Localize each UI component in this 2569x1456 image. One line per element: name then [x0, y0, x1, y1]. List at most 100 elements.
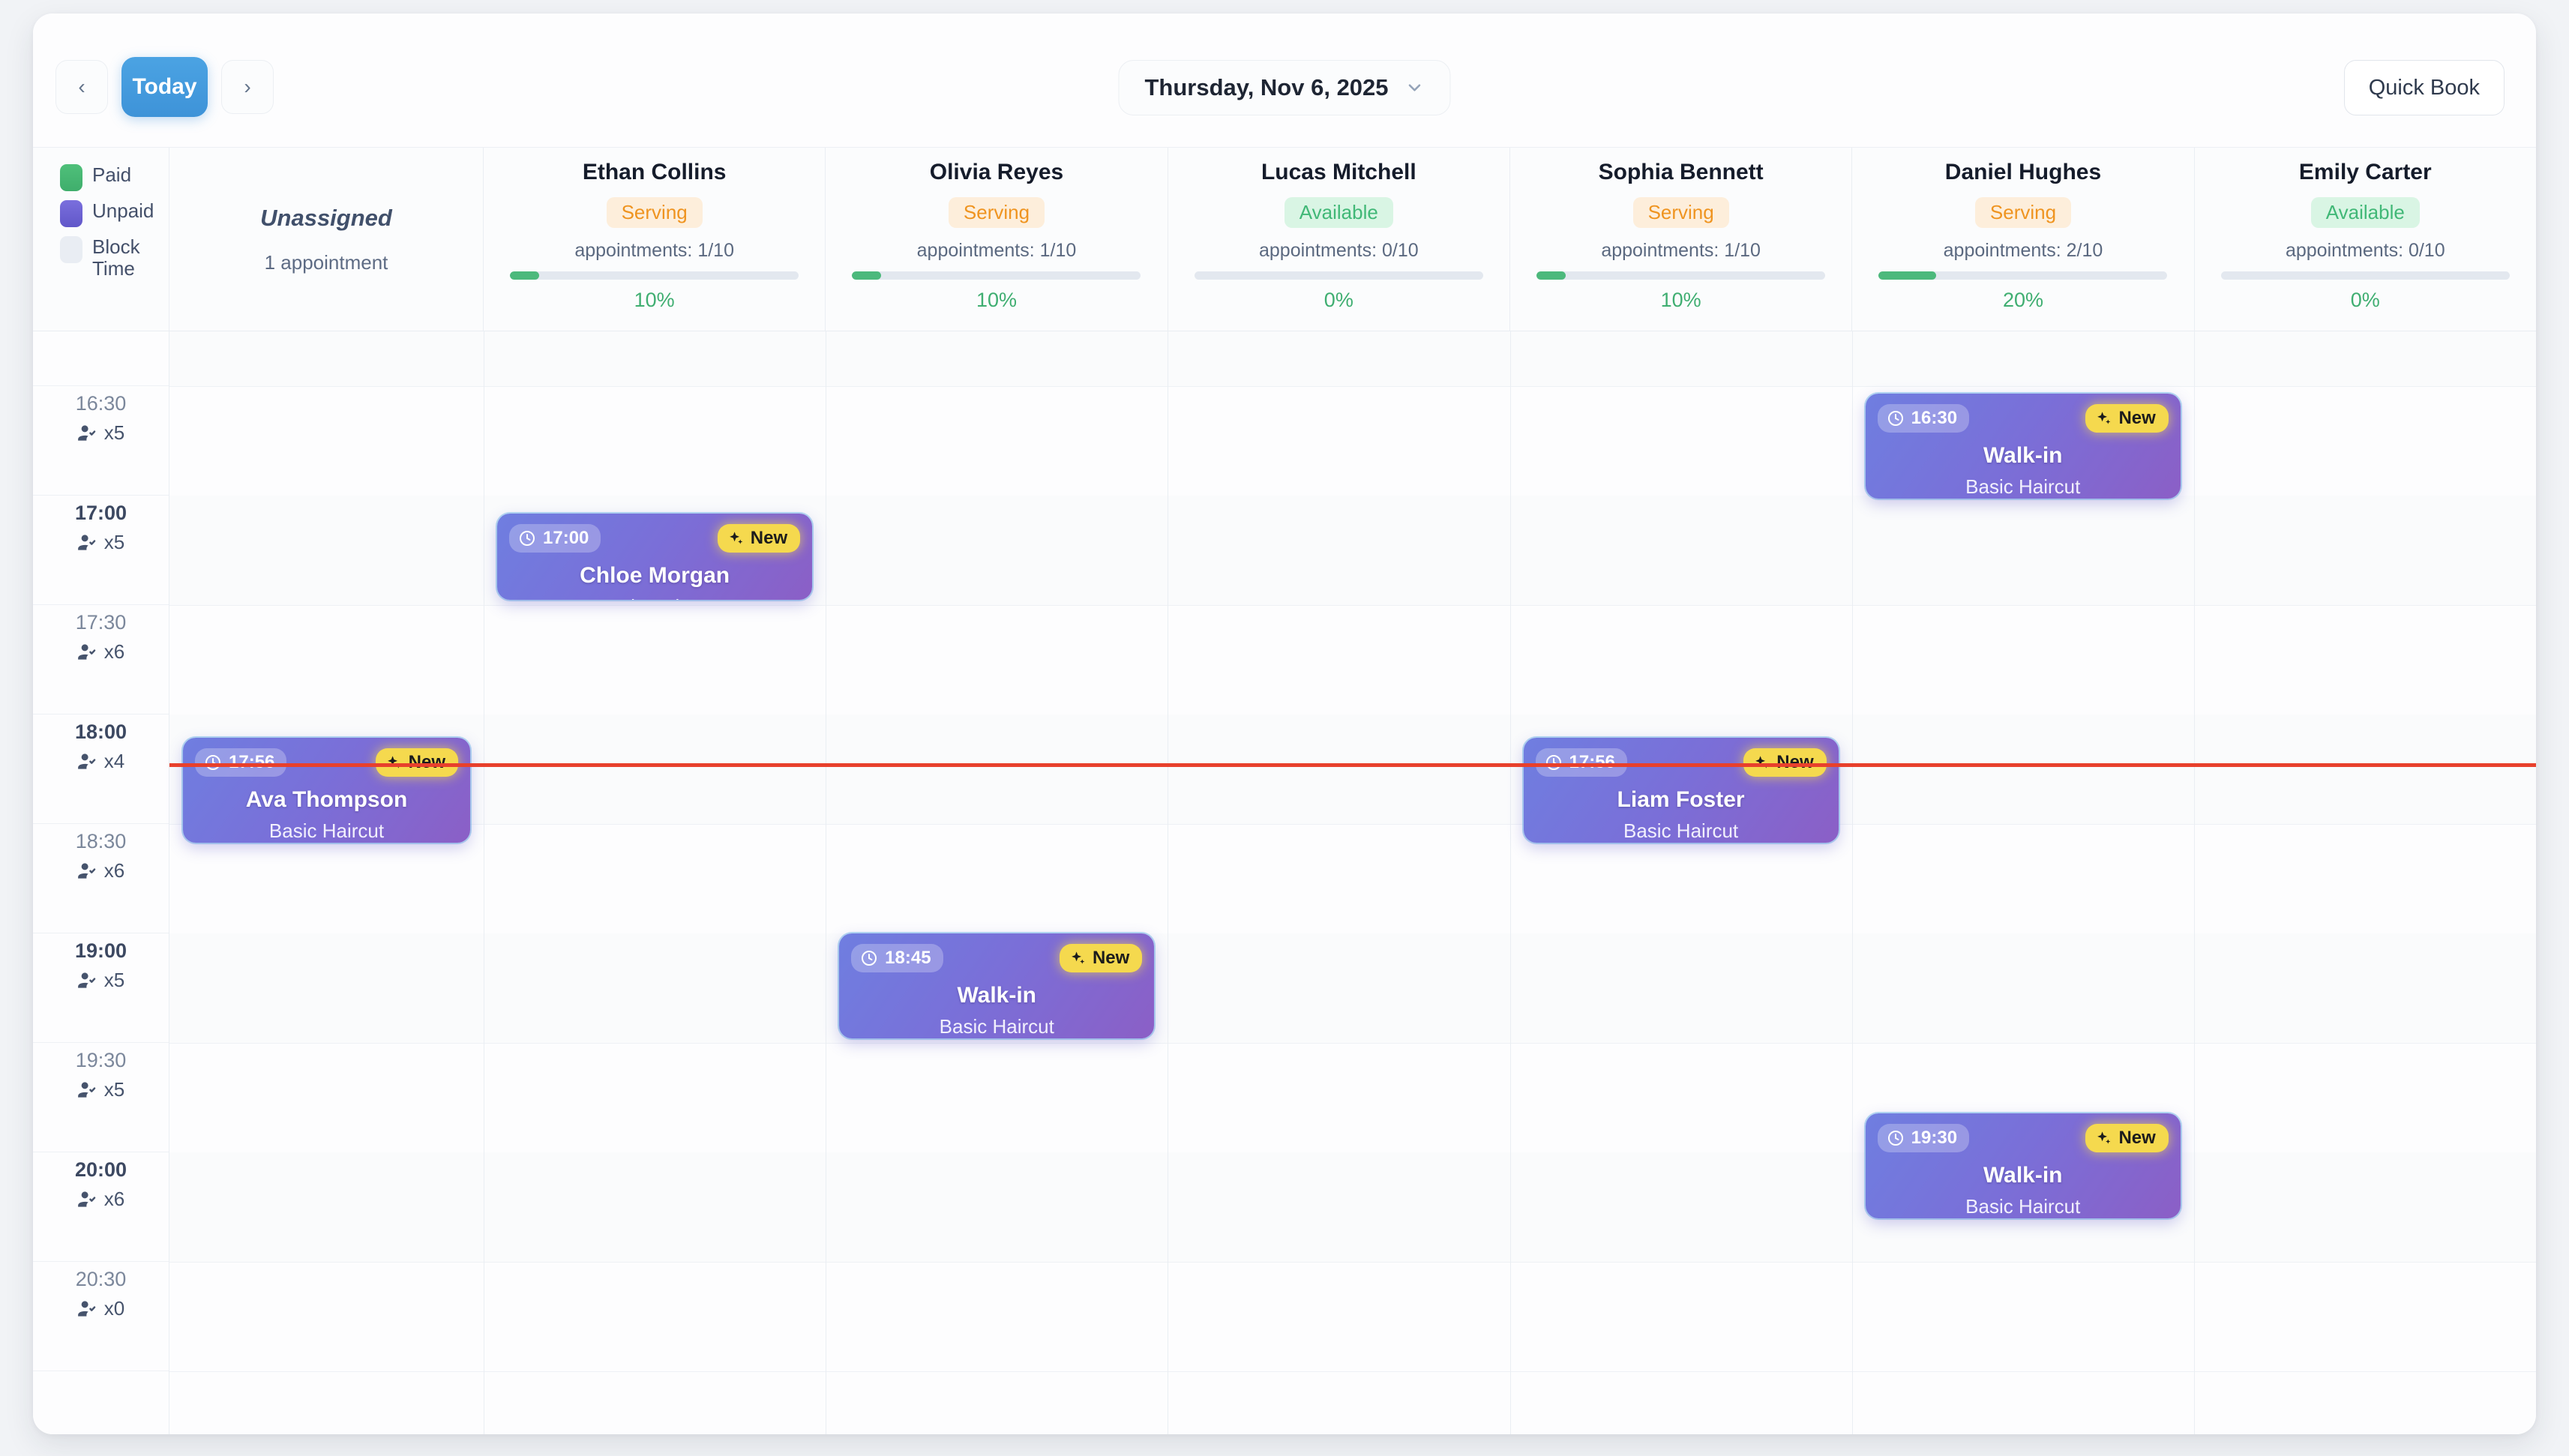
appointment-time: 17:56	[1569, 752, 1615, 772]
appointment-service: Basic Haircut	[268, 819, 385, 842]
staff-name: Emily Carter	[2298, 160, 2432, 184]
slot-time-label: 18:30	[75, 830, 127, 852]
person-check-icon	[77, 642, 97, 662]
column-header-olivia-reyes[interactable]: Olivia Reyes Serving appointments: 1/10 …	[826, 148, 1168, 331]
slot-time-label: 19:00	[74, 939, 127, 962]
clock-icon	[1887, 1129, 1905, 1147]
legend-item-block-time: Block Time	[60, 235, 146, 280]
column-header-unassigned[interactable]: Unassigned 1 appointment	[169, 148, 484, 331]
appointment-time-pill: 19:30	[1877, 1124, 1970, 1152]
calendar-body[interactable]: x616:30x517:00x517:30x618:00x418:30x619:…	[33, 331, 2536, 1434]
clock-icon	[518, 529, 536, 547]
capacity-progress-bar	[852, 271, 1141, 280]
column-header-daniel-hughes[interactable]: Daniel Hughes Serving appointments: 2/10…	[1852, 148, 2195, 331]
quick-book-label: Quick Book	[2368, 75, 2480, 100]
appointment-time: 17:00	[543, 528, 589, 548]
capacity-percent: 20%	[2002, 289, 2043, 311]
column-header-lucas-mitchell[interactable]: Lucas Mitchell Available appointments: 0…	[1168, 148, 1510, 331]
column-divider	[1851, 331, 1853, 1434]
column-header-ethan-collins[interactable]: Ethan Collins Serving appointments: 1/10…	[484, 148, 826, 331]
current-date-label: Thursday, Nov 6, 2025	[1144, 74, 1389, 100]
appointment-service: Basic Haircut	[1965, 1195, 2081, 1218]
slot-capacity-count: x6	[103, 859, 125, 882]
new-badge-label: New	[408, 752, 445, 772]
next-day-label: ›	[244, 75, 251, 98]
sparkle-icon	[385, 754, 403, 771]
next-day-button[interactable]: ›	[221, 60, 274, 114]
time-row-divider	[169, 1043, 2536, 1044]
staff-appointments-count: appointments: 2/10	[1943, 240, 2103, 261]
appointment-card-header: 18:45 New	[851, 944, 1143, 972]
today-label: Today	[132, 74, 197, 99]
person-check-icon	[77, 532, 97, 553]
appointment-customer-name: Ava Thompson	[245, 787, 408, 812]
new-badge: New	[375, 748, 458, 777]
staff-appointments-count: appointments: 1/10	[574, 240, 734, 261]
slot-capacity-count: x0	[103, 1297, 125, 1320]
slot-capacity-count: x6	[103, 1188, 125, 1210]
quick-book-button[interactable]: Quick Book	[2343, 60, 2505, 115]
status-badge: Available	[1284, 197, 1393, 228]
time-slot-label: 18:30 x6	[33, 824, 169, 933]
slot-capacity: x5	[77, 969, 124, 992]
time-row-divider	[169, 386, 2536, 387]
slot-capacity: x6	[77, 1188, 124, 1211]
new-badge: New	[2085, 404, 2169, 433]
person-check-icon	[77, 1299, 97, 1319]
time-slot-label: 19:30 x5	[33, 1043, 169, 1152]
capacity-progress-bar	[1878, 271, 2168, 280]
appointment-time: 16:30	[1911, 408, 1958, 428]
slot-time-label: 18:00	[74, 721, 127, 743]
appointment-time: 19:30	[1911, 1128, 1958, 1148]
time-gutter: x616:30x517:00x517:30x618:00x418:30x619:…	[33, 331, 169, 1434]
slot-capacity: x6	[77, 640, 124, 664]
new-badge-label: New	[750, 528, 788, 548]
appointment-time: 17:56	[229, 752, 275, 772]
appointment-time-pill: 17:56	[195, 748, 287, 777]
status-badge: Serving	[606, 197, 703, 228]
capacity-progress-bar	[2220, 271, 2510, 280]
chevron-down-icon	[1405, 78, 1425, 97]
staff-name: Sophia Bennett	[1598, 160, 1764, 184]
slot-time-label: 19:30	[75, 1049, 127, 1071]
capacity-progress-bar	[510, 271, 799, 280]
unassigned-title: Unassigned	[260, 204, 392, 231]
appointment-card-header: 17:56 New	[195, 748, 458, 777]
prev-day-label: ‹	[78, 75, 85, 98]
appointment-time-pill: 18:45	[851, 944, 943, 972]
slot-capacity: x4	[77, 750, 124, 773]
capacity-progress-bar	[1194, 271, 1483, 280]
time-row-divider	[169, 1262, 2536, 1263]
time-slot-label: x6	[33, 331, 169, 386]
appointment-time: 18:45	[885, 948, 931, 968]
column-header-emily-carter[interactable]: Emily Carter Available appointments: 0/1…	[2195, 148, 2536, 331]
column-header-sophia-bennett[interactable]: Sophia Bennett Serving appointments: 1/1…	[1510, 148, 1853, 331]
status-badge: Available	[2310, 197, 2420, 228]
new-badge-label: New	[1776, 752, 1814, 772]
date-picker-button[interactable]: Thursday, Nov 6, 2025	[1118, 60, 1451, 115]
slot-capacity-count: x6	[103, 640, 125, 663]
person-check-icon	[77, 751, 97, 771]
person-check-icon	[77, 861, 97, 881]
sparkle-icon	[1753, 754, 1770, 771]
slot-capacity-count: x5	[103, 969, 125, 991]
appointment-customer-name: Chloe Morgan	[580, 563, 730, 588]
legend-item-paid: Paid	[60, 163, 146, 191]
slot-capacity: x5	[77, 1078, 124, 1101]
legend-column: Paid Unpaid Block Time	[33, 148, 169, 331]
prev-day-button[interactable]: ‹	[55, 60, 108, 114]
new-badge-label: New	[1092, 948, 1130, 968]
today-button[interactable]: Today	[121, 57, 208, 117]
legend-label: Paid	[92, 163, 132, 186]
